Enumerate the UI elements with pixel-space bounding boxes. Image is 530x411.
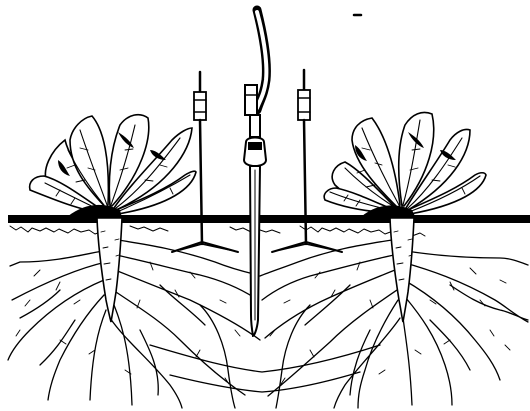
center-injection-probe: [244, 10, 266, 336]
soil-surface: [8, 215, 530, 236]
left-stake-device: [172, 72, 238, 252]
left-taproot: [97, 218, 122, 322]
root-network: [8, 240, 528, 408]
right-beet-leaves: [324, 112, 486, 218]
left-beet-leaves: [30, 115, 196, 218]
right-stake-device: [272, 70, 342, 252]
